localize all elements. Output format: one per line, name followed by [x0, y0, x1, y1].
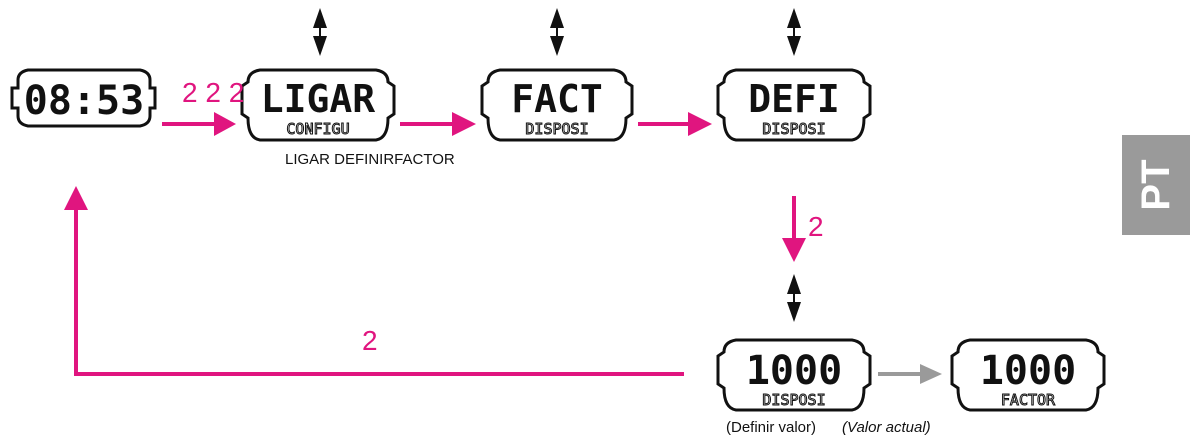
lcd-main-text: FACT — [511, 77, 603, 121]
lcd-sub-text: DISPOSI — [762, 120, 825, 138]
grey-arrow-set-to-current — [878, 364, 942, 384]
lcd-sub-text: DISPOSI — [525, 120, 588, 138]
flow-arrow-time-to-ligar — [162, 112, 236, 136]
lcd-main-text: 08:53 — [24, 78, 144, 124]
up-down-arrow-icon — [550, 8, 564, 56]
flow-arrow-return — [64, 186, 684, 376]
menu-caption: LIGAR DEFINIRFACTOR — [285, 151, 455, 168]
lcd-frame — [240, 68, 396, 142]
lcd-main-text: 1000 — [980, 348, 1076, 394]
lcd-frame — [10, 68, 157, 128]
step-label-return: 2 — [362, 325, 378, 356]
lcd-display-fact: FACT DISPOSI — [480, 68, 634, 142]
lcd-main-text: 1000 — [746, 348, 842, 394]
lcd-display-current-value: 1000 FACTOR — [950, 338, 1106, 412]
lcd-display-time: 08:53 — [10, 68, 157, 128]
step-label-down: 2 — [808, 211, 824, 242]
lcd-frame — [716, 68, 872, 142]
lcd-frame — [480, 68, 634, 142]
up-down-arrow-icon — [787, 274, 801, 322]
lcd-sub-text: CONFIGU — [286, 120, 349, 138]
flow-arrow-ligar-to-fact — [400, 112, 476, 136]
language-tab-label: PT — [1133, 159, 1178, 211]
up-down-arrow-icon — [313, 8, 327, 56]
lcd-display-defi: DEFI DISPOSI — [716, 68, 872, 142]
up-down-arrow-icon — [787, 8, 801, 56]
lcd-sub-text: DISPOSI — [762, 391, 825, 409]
current-value-caption: (Valor actual) — [842, 419, 931, 436]
step-label-first: 2 2 2 — [182, 77, 244, 108]
flow-arrow-fact-to-defi — [638, 112, 712, 136]
flow-arrow-defi-down — [782, 196, 806, 262]
define-value-caption: (Definir valor) — [726, 419, 816, 436]
lcd-frame — [716, 338, 872, 412]
lcd-display-set-value: 1000 DISPOSI — [716, 338, 872, 412]
lcd-main-text: DEFI — [748, 77, 840, 121]
language-tab: PT — [1122, 135, 1190, 235]
lcd-main-text: LIGAR — [261, 77, 376, 121]
lcd-frame — [950, 338, 1106, 412]
lcd-sub-text: FACTOR — [1001, 391, 1056, 409]
lcd-display-ligar: LIGAR CONFIGU — [240, 68, 396, 142]
